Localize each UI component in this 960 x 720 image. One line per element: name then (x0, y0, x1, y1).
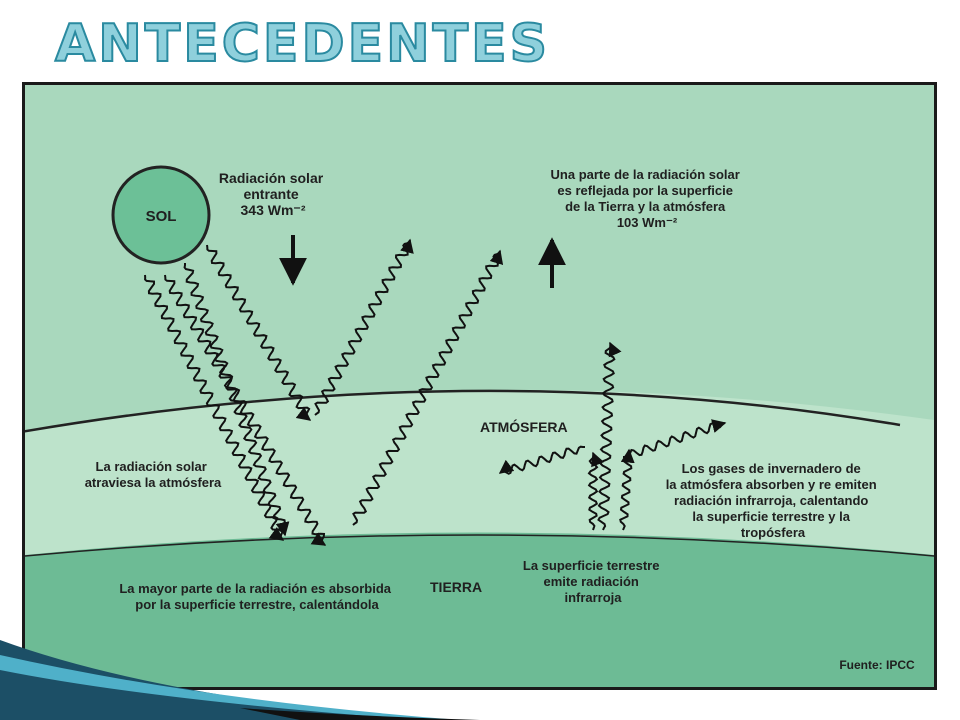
atmosphere-label: ATMÓSFERA (480, 418, 568, 435)
slide-title: ANTECEDENTES (54, 14, 551, 74)
earth-surface-line (25, 534, 934, 557)
sun: SOL (111, 165, 211, 265)
absorbed-radiation-label: La mayor parte de la radiación es absorb… (119, 581, 394, 612)
greenhouse-gases-label: Los gases de invernadero de la atmósfera… (666, 461, 881, 540)
surface-emits-label: La superficie terrestre emite radiación … (523, 558, 663, 605)
sun-circle (111, 165, 211, 265)
reemitted-ray-left (498, 445, 585, 475)
infrared-escape-ray (597, 341, 622, 531)
reflected-ray-surface (352, 249, 504, 526)
radiation-waves (144, 238, 727, 546)
source-label: Fuente: IPCC (839, 658, 915, 672)
infrared-ray-1 (587, 451, 605, 531)
reflected-ray-atmosphere (314, 238, 414, 416)
incoming-ray-4 (164, 274, 327, 546)
incoming-radiation-label: Radiación solar entrante 343 Wm⁻² (219, 170, 327, 218)
infrared-ray-2 (619, 448, 635, 531)
reflected-radiation-label: Una parte de la radiación solar es refle… (551, 167, 744, 230)
sun-label: SOL (146, 208, 177, 225)
atmosphere-boundary (25, 389, 901, 433)
reemitted-ray-right (623, 419, 727, 459)
swoosh-black (240, 708, 480, 720)
greenhouse-diagram: SOL Radiación solar entrante 343 Wm⁻² Un… (22, 82, 937, 690)
incoming-ray-2 (183, 263, 290, 537)
passes-atmosphere-label: La radiación solar atraviesa la atmósfer… (85, 459, 222, 490)
incoming-ray-1 (206, 244, 312, 421)
earth-label: TIERRA (430, 579, 482, 595)
incoming-ray-3 (144, 274, 285, 541)
